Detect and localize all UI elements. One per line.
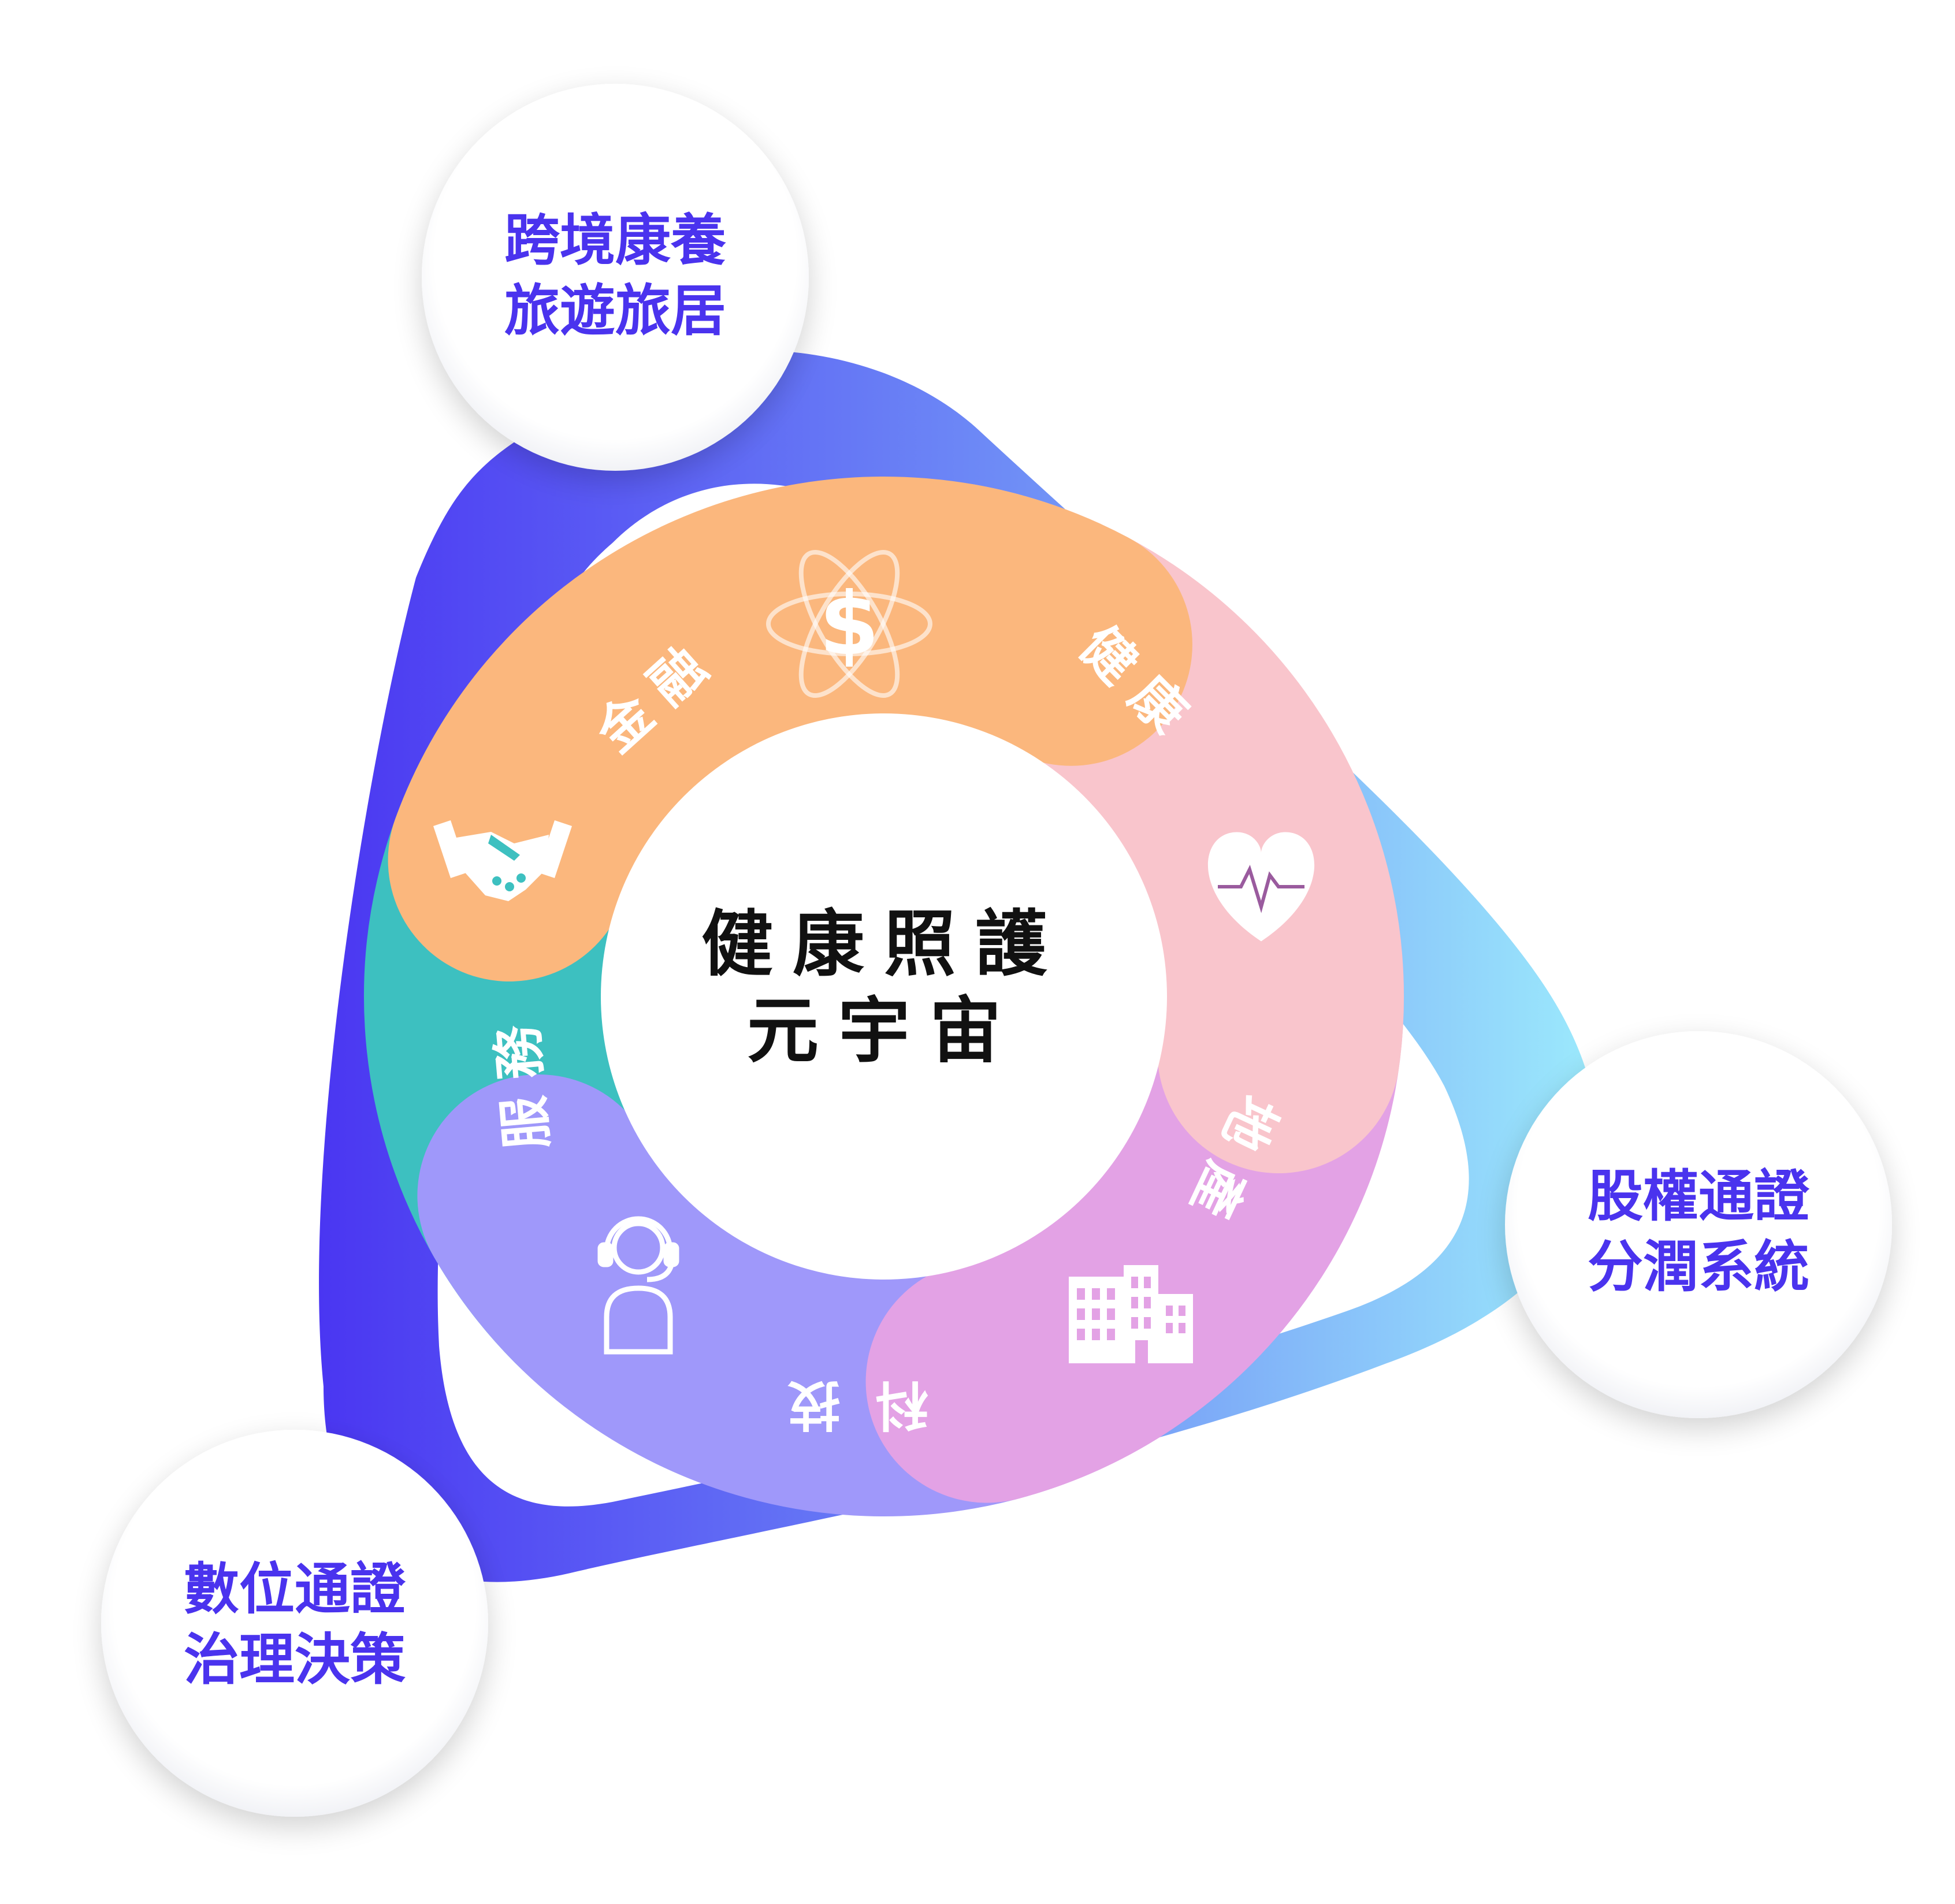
node-label-right: 股權通證 分潤系統 xyxy=(1588,1164,1809,1299)
center-title: 健康照護 元宇宙 xyxy=(701,903,1066,1073)
node-circle-right xyxy=(1505,1031,1892,1418)
headset-user-icon xyxy=(597,1216,679,1355)
segment-label-service: 服務 xyxy=(485,1006,559,1152)
ribbon-loop xyxy=(319,350,1598,1582)
node-label-left: 數位通證 治理決策 xyxy=(184,1557,406,1692)
segment-finance xyxy=(388,477,1192,982)
building-icon xyxy=(1069,1265,1193,1363)
svg-text:$: $ xyxy=(819,574,879,675)
node-circle-top xyxy=(422,84,809,471)
svg-text:科技: 科技 xyxy=(753,1374,928,1436)
segment-label-tech: 科技 xyxy=(753,1374,928,1436)
node-label-top: 跨境康養 旅遊旅居 xyxy=(504,208,726,343)
center-disc xyxy=(601,713,1167,1280)
svg-text:服務: 服務 xyxy=(485,1006,559,1152)
dollar-atom-icon: $ xyxy=(766,550,932,698)
handshake-icon xyxy=(433,820,572,901)
node-circle-left xyxy=(101,1430,488,1817)
heart-pulse-icon xyxy=(1207,832,1315,942)
